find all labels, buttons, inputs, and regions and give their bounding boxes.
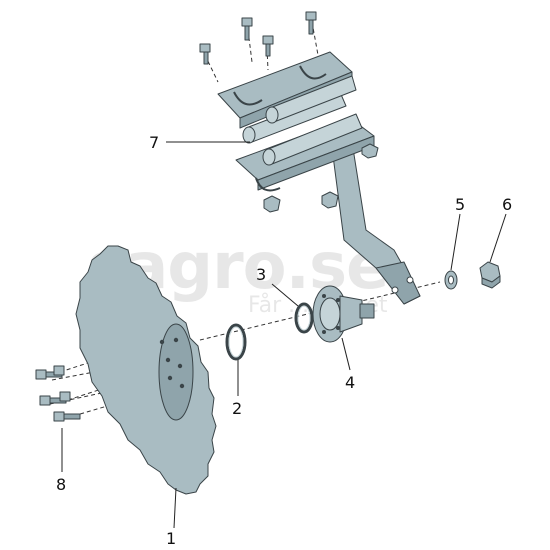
- callout-8: 8: [56, 475, 66, 494]
- callout-2: 2: [232, 399, 242, 418]
- callout-3: 3: [256, 265, 266, 284]
- callout-6: 6: [502, 195, 512, 214]
- callout-1: 1: [166, 529, 176, 548]
- part-2-ring: [225, 323, 247, 361]
- part-3-seal-ring: [294, 302, 314, 334]
- part-5-washer: [444, 270, 458, 290]
- callout-labels: 7 1 2 3 4 5 6 8: [56, 133, 512, 548]
- bracket-tubes: [242, 75, 363, 166]
- leader-lines: [61, 141, 507, 529]
- part-1-notched-disc: [75, 245, 217, 495]
- callout-7: 7: [149, 133, 159, 152]
- part-4-hub: [312, 285, 375, 343]
- part-6-nut: [479, 261, 501, 289]
- callout-4: 4: [345, 373, 355, 392]
- callout-5: 5: [455, 195, 465, 214]
- part-7-bracket-assembly: [199, 11, 421, 305]
- part-8-bolts: [35, 365, 81, 422]
